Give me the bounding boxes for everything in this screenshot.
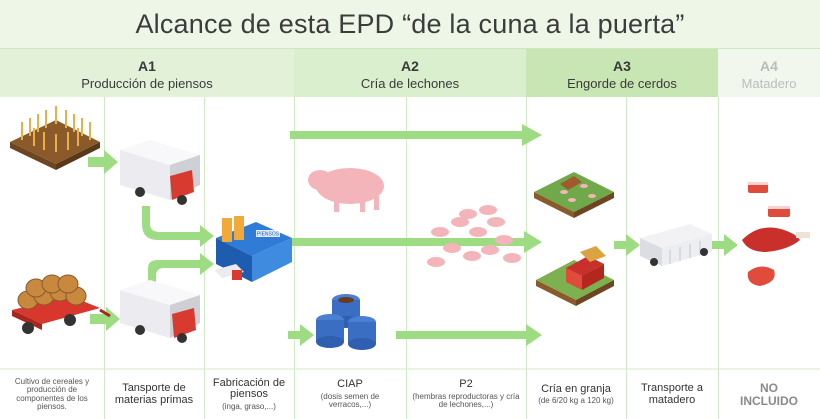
step-cultivo: Cultivo de cereales y producción de comp…	[0, 370, 104, 419]
truck-icon	[120, 140, 200, 205]
step-transporte-label: Tansporte de materias primas	[114, 381, 194, 406]
phase-a1-header: A1 Producción de piensos	[0, 49, 294, 97]
arrow-right-icon	[290, 124, 542, 146]
step-cultivo-label: Cultivo de cereales y producción de comp…	[14, 376, 90, 411]
column-divider	[104, 97, 105, 419]
piglets-icon	[427, 205, 521, 267]
step-cria-granja: Cría en granja (de 6/20 kg a 120 kg)	[526, 370, 626, 419]
feed-factory-icon: PIENSOS	[214, 216, 292, 282]
crop-field-icon	[10, 106, 100, 170]
phase-a2-code: A2	[401, 58, 419, 74]
arrow-right-icon	[290, 231, 542, 253]
column-divider	[526, 97, 527, 419]
step-transporte-matadero: Transporte a matadero	[626, 370, 718, 419]
column-divider	[294, 97, 295, 419]
semen-tanks-icon	[316, 294, 376, 350]
pig-farm-icon	[534, 172, 614, 218]
phase-a4-label: Matadero	[741, 76, 797, 91]
step-p2: P2 (hembras reproductoras y cría de lech…	[406, 370, 526, 419]
step-fabricacion: Fabricación de piensos (inga, graso,...)	[204, 370, 294, 419]
phase-a4-code: A4	[760, 58, 778, 74]
step-cria-label: Cría en granja	[541, 382, 611, 395]
phase-a3-header: A3 Engorde de cerdos	[526, 49, 718, 97]
step-ciap-note: (dosis semen de verracos,...)	[320, 391, 380, 410]
phase-a3-code: A3	[613, 58, 631, 74]
arrow-curved-icon	[142, 206, 214, 247]
factory-sign: PIENSOS	[257, 232, 280, 238]
arrow-right-icon	[90, 307, 120, 331]
arrow-curved-icon	[148, 253, 214, 286]
step-no-incluido: NO INCLUIDO	[718, 370, 820, 419]
phase-a1-code: A1	[138, 58, 156, 74]
arrow-right-icon	[614, 234, 640, 256]
step-ciap-label: CIAP	[337, 378, 363, 391]
barn-icon	[536, 246, 614, 306]
pig-icon	[308, 168, 384, 212]
flow-arrows	[88, 124, 738, 346]
phase-a3-label: Engorde de cerdos	[567, 76, 677, 91]
step-transporte-materias: Tansporte de materias primas	[104, 370, 204, 419]
step-ciap: CIAP (dosis semen de verracos,...)	[294, 370, 406, 419]
arrow-right-icon	[396, 324, 542, 346]
meat-products-icon	[742, 182, 810, 286]
column-divider	[406, 97, 407, 419]
step-cria-note: (de 6/20 kg a 120 kg)	[538, 396, 614, 406]
diagram-title: Alcance de esta EPD “de la cuna a la pue…	[0, 0, 820, 50]
column-divider	[626, 97, 627, 419]
phase-a4-header: A4 Matadero	[718, 49, 820, 97]
truck-icon	[120, 280, 200, 343]
step-fabricacion-note: (inga, graso,...)	[222, 401, 276, 411]
step-fabricacion-label: Fabricación de piensos	[212, 376, 286, 401]
livestock-truck-icon	[640, 224, 712, 266]
step-no-incluido-label: NO INCLUIDO	[740, 380, 798, 408]
phase-a1-label: Producción de piensos	[81, 76, 213, 91]
arrow-right-icon	[288, 324, 314, 346]
phase-a2-header: A2 Cría de lechones	[294, 49, 526, 97]
arrow-right-icon	[88, 150, 118, 174]
column-divider	[718, 97, 719, 419]
phase-a2-label: Cría de lechones	[360, 76, 460, 91]
hay-wagon-icon	[12, 274, 111, 334]
step-p2-note: (hembras reproductoras y cría de lechone…	[412, 391, 520, 410]
step-p2-label: P2	[459, 378, 473, 391]
arrow-right-icon	[712, 234, 738, 256]
step-transporte-matadero-label: Transporte a matadero	[641, 381, 703, 406]
